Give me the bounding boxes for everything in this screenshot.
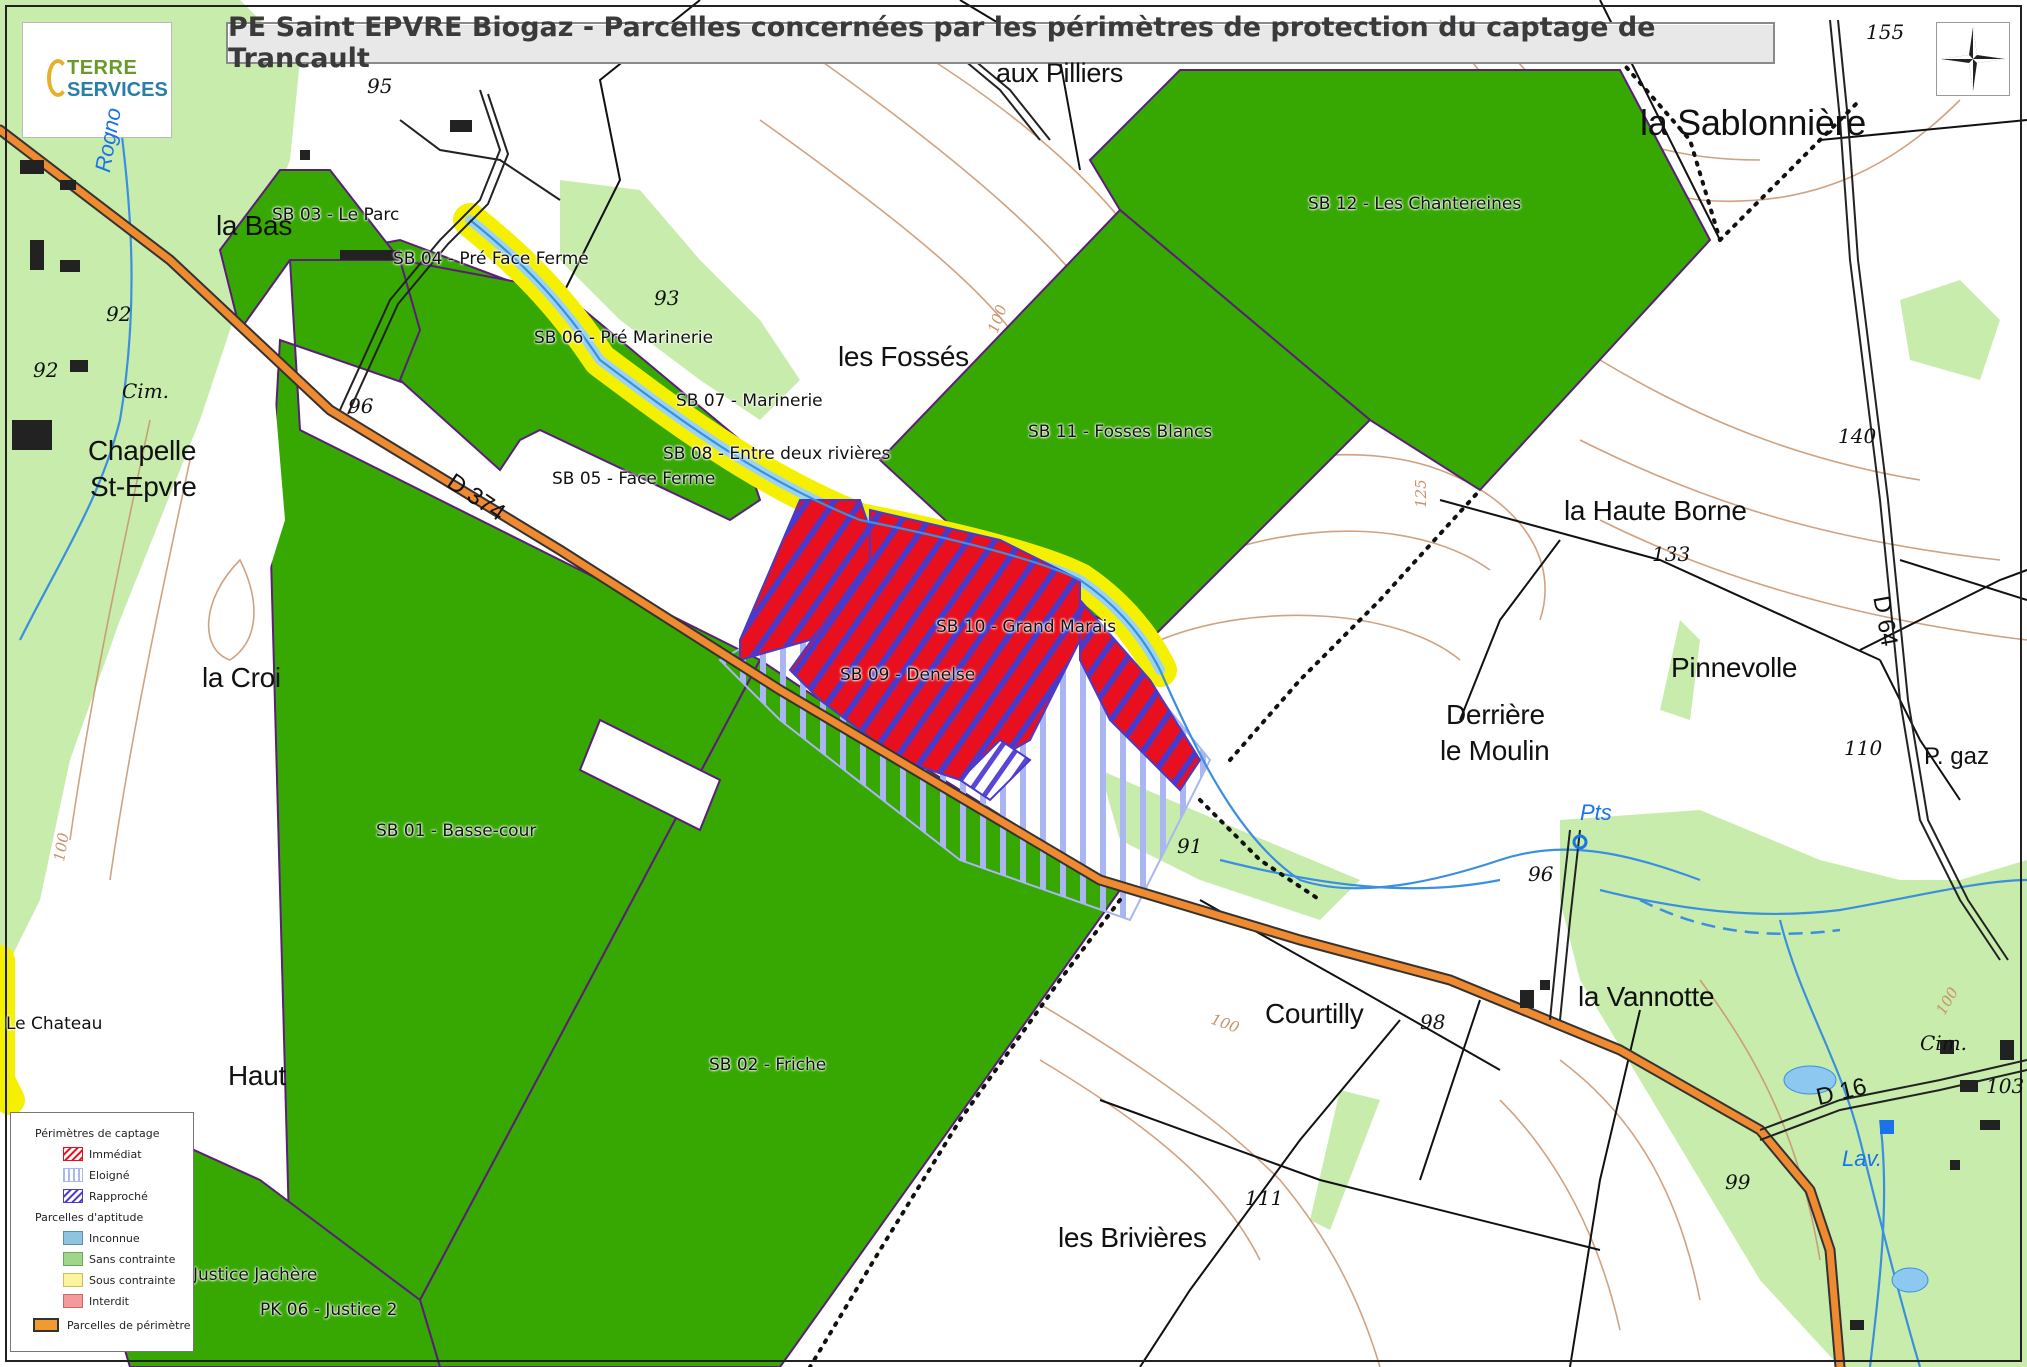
place-haut: Haut bbox=[228, 1060, 286, 1091]
map-title: PE Saint EPVRE Biogaz - Parcelles concer… bbox=[226, 12, 1775, 74]
legend-label-interdit: Interdit bbox=[89, 1295, 129, 1308]
spot-height-96b: 96 bbox=[1528, 862, 1554, 886]
legend-label-rapproche: Rapproché bbox=[89, 1190, 148, 1203]
spot-height-140: 140 bbox=[1838, 424, 1877, 448]
place-aux-pilliers: aux Pilliers bbox=[996, 58, 1123, 88]
place-pinnevolle: Pinnevolle bbox=[1671, 652, 1798, 683]
legend-label-perimetre: Parcelles de périmètre bbox=[67, 1319, 191, 1332]
legend-label-sous: Sous contrainte bbox=[89, 1274, 176, 1287]
place-les-fosses: les Fossés bbox=[838, 341, 969, 372]
spot-height-133: 133 bbox=[1652, 542, 1691, 566]
buildings bbox=[12, 120, 2014, 1330]
place-la-croi: la Croi bbox=[202, 662, 281, 693]
spot-height-111: 111 bbox=[1245, 1186, 1284, 1210]
contour-label-125: 125 bbox=[1412, 479, 1430, 508]
spot-height-91: 91 bbox=[1177, 834, 1203, 858]
place-cim-left: Cim. bbox=[122, 379, 170, 403]
map-title-text: PE Saint EPVRE Biogaz - Parcelles concer… bbox=[228, 12, 1656, 74]
place-la-bas: la Bas bbox=[216, 210, 293, 241]
legend-swatch-sans bbox=[63, 1252, 83, 1266]
spot-height-103: 103 bbox=[1986, 1074, 2025, 1098]
ponds bbox=[1783, 1065, 1929, 1293]
parcel-label-sb10: SB 10 - Grand Marais bbox=[936, 617, 1117, 637]
main-road-d374 bbox=[0, 124, 1846, 1367]
perimetre-rapproche bbox=[958, 738, 1032, 802]
legend-label-immediat: Immédiat bbox=[89, 1148, 142, 1161]
parcel-label-sb12: SB 12 - Les Chantereines bbox=[1308, 194, 1522, 214]
legend-label-inconnue: Inconnue bbox=[89, 1232, 140, 1245]
spot-height-92b: 92 bbox=[33, 358, 59, 382]
spot-height-96a: 96 bbox=[348, 394, 374, 418]
parcel-label-sb11: SB 11 - Fosses Blancs bbox=[1028, 422, 1213, 442]
legend-swatch-perimetre bbox=[33, 1318, 59, 1332]
legend-swatch-interdit bbox=[63, 1294, 83, 1308]
rivers bbox=[19, 119, 2027, 1367]
spot-height-99: 99 bbox=[1725, 1170, 1751, 1194]
legend-title-perimetres: Périmètres de captage bbox=[35, 1127, 160, 1140]
legend-swatch-immediat bbox=[63, 1147, 83, 1161]
parcel-label-sb03: SB 03 - Le Parc bbox=[272, 205, 400, 225]
logo-line1: TERRE bbox=[67, 57, 138, 79]
place-p-gaz: P. gaz bbox=[1924, 743, 1989, 770]
parcel-label-sb07: SB 07 - Marinerie bbox=[676, 391, 823, 411]
parcel-label-sb05: SB 05 - Face Ferme bbox=[552, 469, 716, 489]
spot-height-155: 155 bbox=[1866, 20, 1905, 44]
water-label-lav: Lav. bbox=[1842, 1146, 1882, 1171]
dotted-tracks bbox=[808, 58, 1862, 1367]
legend-swatch-sous bbox=[63, 1273, 83, 1287]
parcel-label-sb08: SB 08 - Entre deux rivières bbox=[663, 444, 891, 464]
legend-swatch-inconnue bbox=[63, 1231, 83, 1245]
place-cim-right: Cim. bbox=[1920, 1031, 1968, 1055]
legend-label-eloigne: Eloigné bbox=[89, 1169, 130, 1182]
legend-swatch-rapproche bbox=[63, 1189, 83, 1203]
place-derriere: Derrière bbox=[1446, 699, 1545, 730]
parcel-label-sb01: SB 01 - Basse-cour bbox=[376, 821, 537, 841]
field-hole bbox=[578, 718, 722, 832]
spot-height-110: 110 bbox=[1844, 736, 1883, 760]
parcel-label-sb04: SB 04 - Pré Face Ferme bbox=[393, 249, 589, 269]
place-chapelle: Chapelle bbox=[88, 435, 197, 466]
place-st-epvre: St-Epvre bbox=[90, 471, 197, 502]
parcel-label-pk06: PK 06 - Justice 2 bbox=[260, 1300, 398, 1320]
place-la-haute-borne: la Haute Borne bbox=[1564, 495, 1747, 526]
parcel-label-sb02: SB 02 - Friche bbox=[709, 1055, 827, 1075]
place-le-moulin: le Moulin bbox=[1440, 735, 1550, 766]
terre-services-logo: TERRE SERVICES bbox=[22, 22, 172, 138]
north-arrow-icon bbox=[1936, 22, 2010, 96]
place-la-vannotte: la Vannotte bbox=[1578, 981, 1715, 1012]
dashed-stream bbox=[1639, 898, 1841, 935]
parcel-label-sb06: SB 06 - Pré Marinerie bbox=[534, 328, 714, 348]
legend-swatch-eloigne bbox=[63, 1168, 83, 1182]
legend-label-sans: Sans contrainte bbox=[89, 1253, 176, 1266]
perimetre-immediat bbox=[739, 499, 1202, 792]
place-courtilly: Courtilly bbox=[1265, 998, 1364, 1029]
sun-logo-icon bbox=[47, 59, 69, 97]
spot-height-95: 95 bbox=[367, 74, 393, 98]
parcel-label-justice: Justice Jachère bbox=[193, 1265, 318, 1285]
map-legend: Périmètres de captage Immédiat Eloigné R… bbox=[10, 1112, 194, 1352]
spot-height-92a: 92 bbox=[106, 302, 132, 326]
place-les-brivieres: les Brivières bbox=[1058, 1222, 1207, 1253]
logo-line2: SERVICES bbox=[67, 79, 168, 101]
spot-height-93: 93 bbox=[654, 286, 680, 310]
place-le-chateau: Le Chateau bbox=[6, 1014, 103, 1034]
spot-height-98: 98 bbox=[1420, 1010, 1446, 1034]
parcel-label-sb09: SB 09 - Denelse bbox=[840, 665, 976, 685]
legend-title-aptitude: Parcelles d'aptitude bbox=[35, 1211, 144, 1224]
water-label-pts: Pts bbox=[1580, 800, 1612, 825]
place-la-sablonniere: la Sablonnière bbox=[1640, 102, 1866, 143]
